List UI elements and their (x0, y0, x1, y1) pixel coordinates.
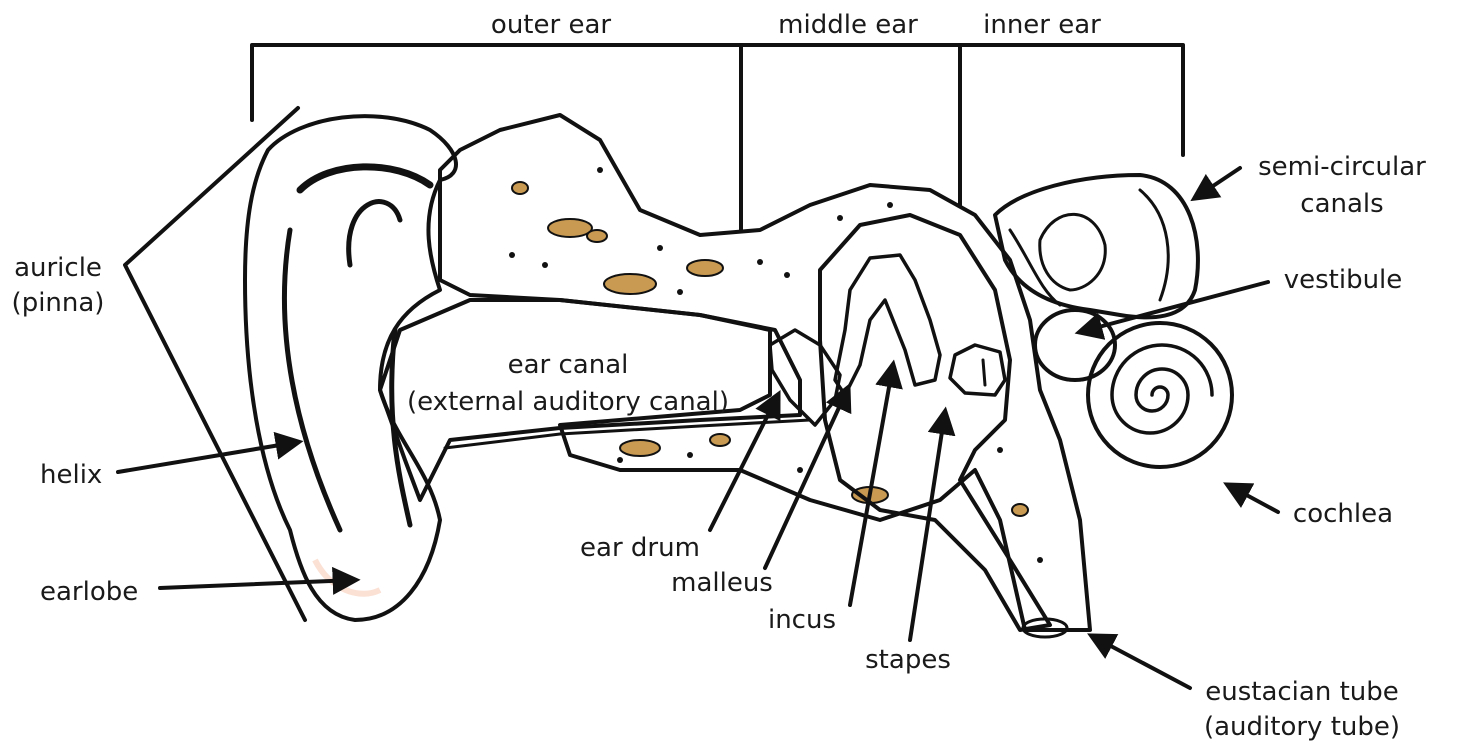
incus-label: incus (768, 605, 836, 635)
stapes-label: stapes (865, 645, 951, 675)
auditory-tube-label: (auditory tube) (1204, 712, 1400, 742)
pinna-label: (pinna) (12, 288, 105, 318)
helix-label: helix (40, 460, 102, 490)
auricle-label: auricle (14, 253, 102, 283)
ear-drum-label: ear drum (580, 533, 700, 563)
ear-canal-label: ear canal (508, 350, 629, 380)
middle-ear-label: middle ear (778, 10, 918, 40)
inner-ear-label: inner ear (983, 10, 1101, 40)
external-auditory-canal-label: (external auditory canal) (407, 387, 729, 417)
canals-label: canals (1300, 189, 1383, 219)
semicircular-label: semi-circular (1258, 152, 1426, 182)
earlobe-label: earlobe (40, 577, 138, 607)
vestibule-label: vestibule (1284, 265, 1403, 295)
cochlea-label: cochlea (1293, 499, 1393, 529)
eustachian-tube-label: eustacian tube (1205, 677, 1399, 707)
section-bracket (252, 45, 1183, 230)
outer-ear-label: outer ear (491, 10, 611, 40)
auricle-shape (245, 116, 456, 620)
malleus-label: malleus (671, 568, 773, 598)
